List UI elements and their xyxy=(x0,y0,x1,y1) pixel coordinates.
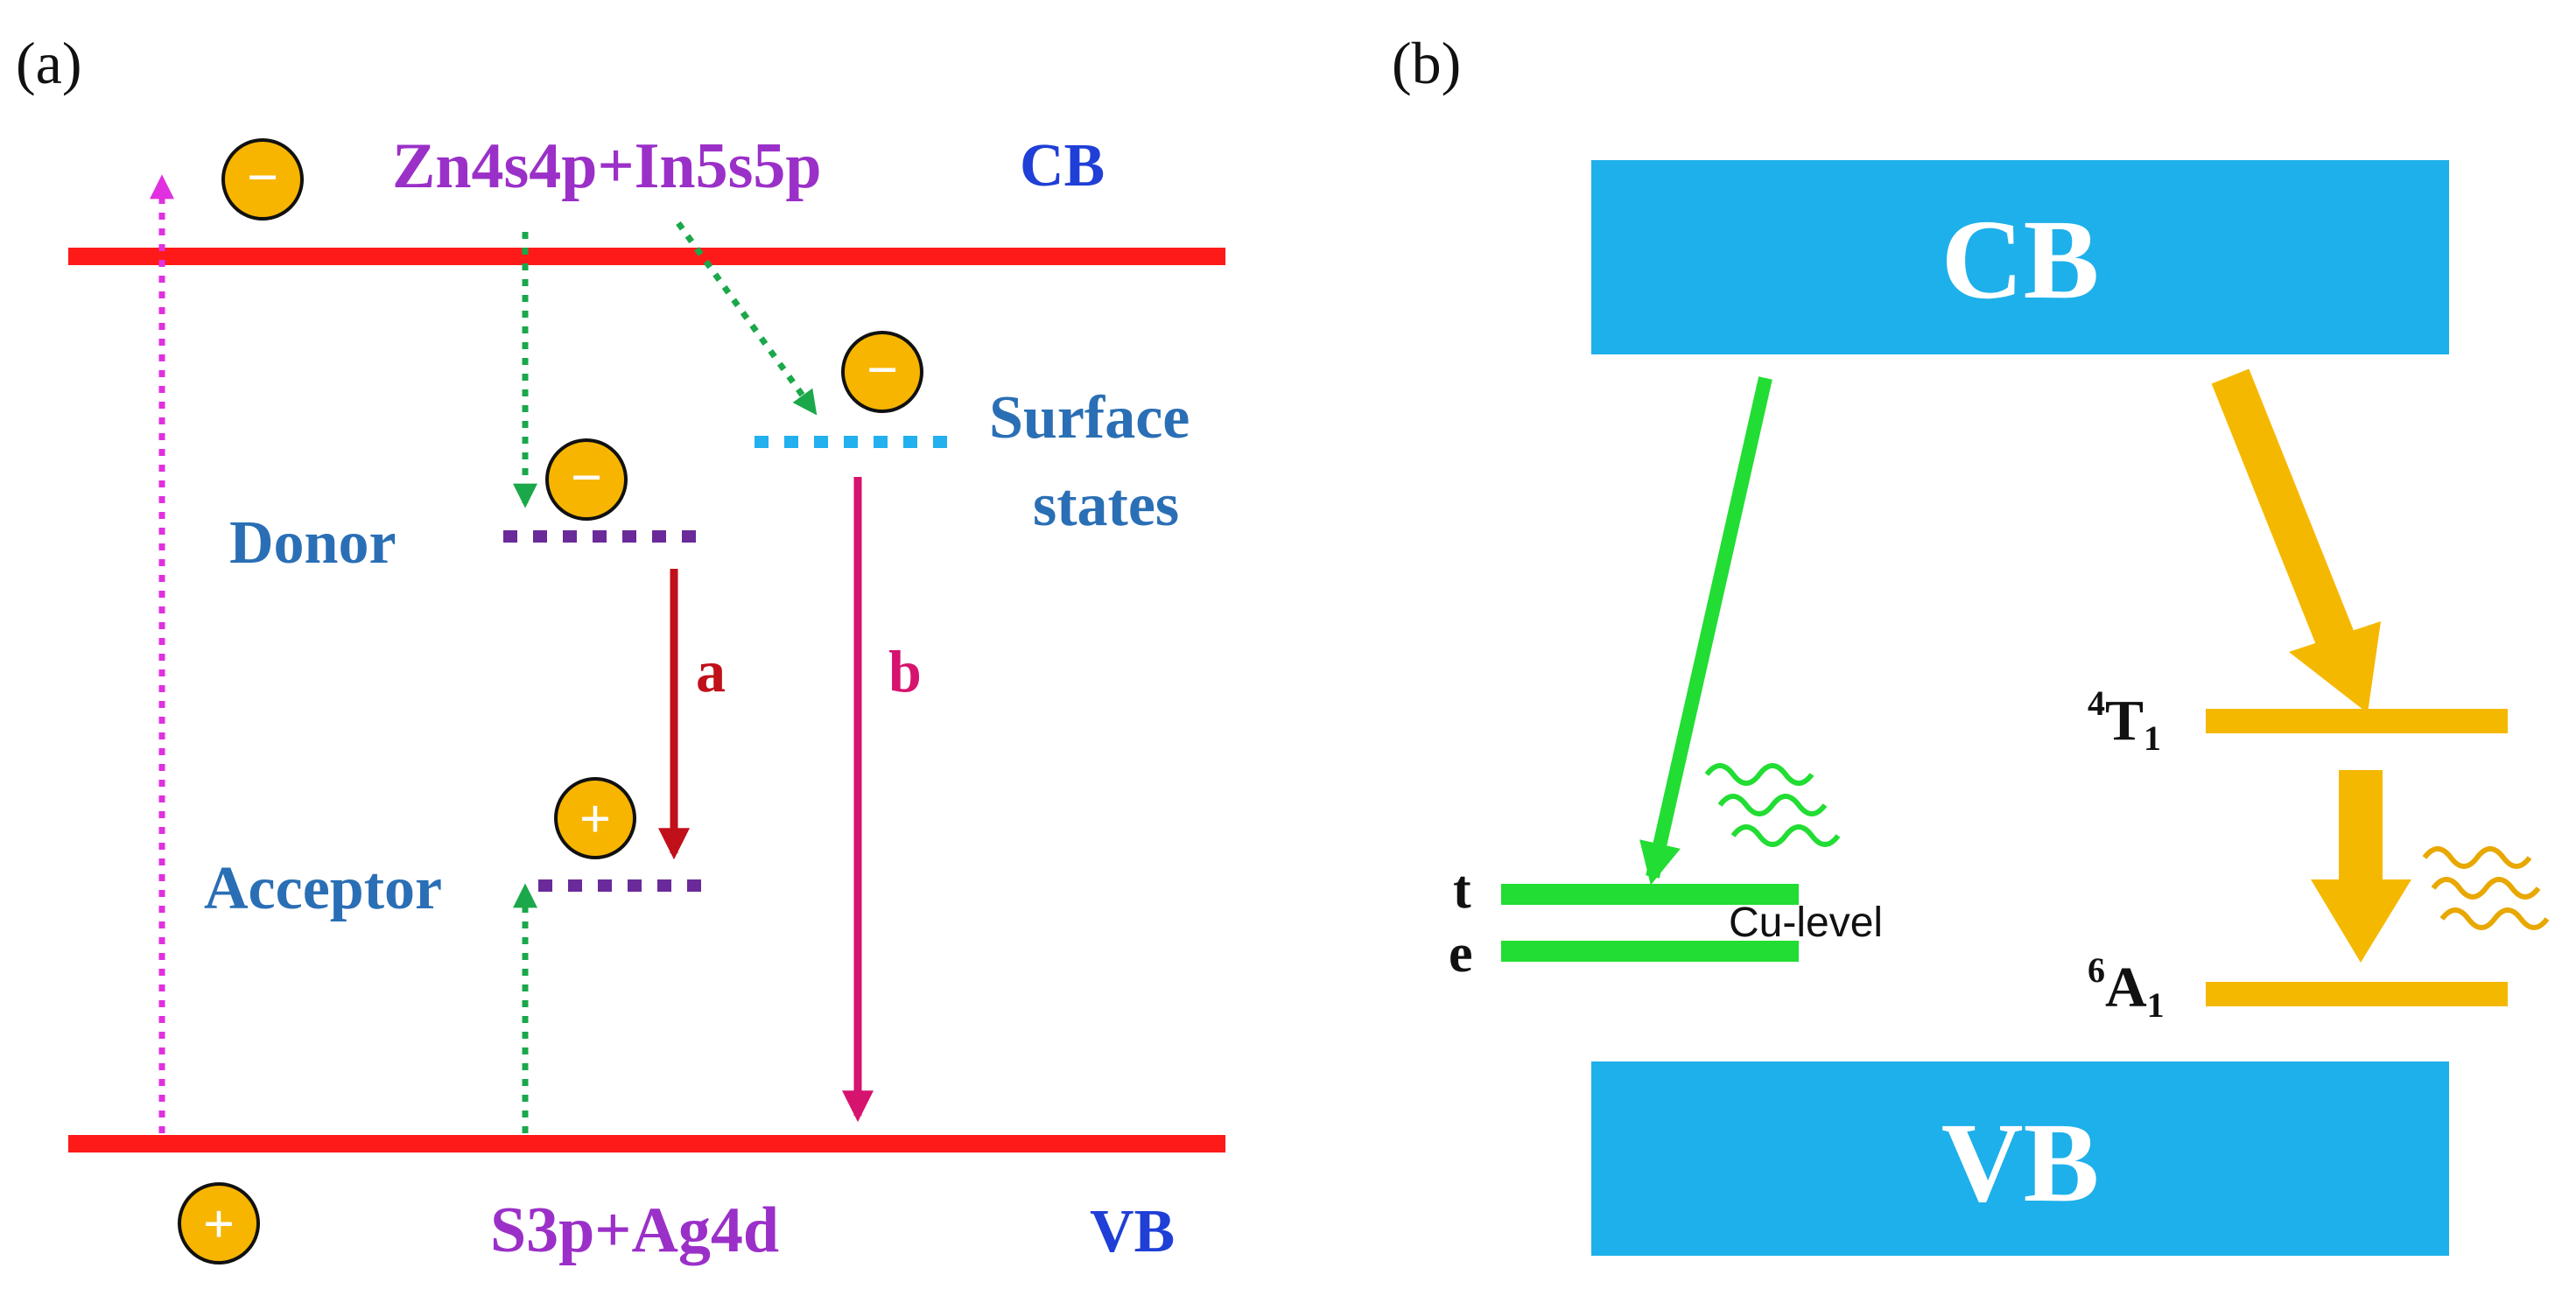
cb-line xyxy=(68,248,1225,265)
a1-label: 6A1 xyxy=(2088,950,2165,1025)
cb-label-b: CB xyxy=(1941,197,2100,323)
electron-surface: − xyxy=(841,331,923,413)
donor-label: Donor xyxy=(229,509,397,577)
t1-label: 4T1 xyxy=(2088,683,2161,758)
panel-b: (b) CB VB t e Cu-level 4T1 xyxy=(1392,30,2550,1256)
cb-to-surface-arrow xyxy=(676,221,818,416)
e-label: e xyxy=(1449,924,1473,984)
vb-label-b: VB xyxy=(1941,1100,2100,1226)
svg-text:+: + xyxy=(579,788,611,850)
vb-box xyxy=(1591,1061,2449,1256)
panel-a-label: (a) xyxy=(16,30,81,96)
electron-cb: − xyxy=(221,138,304,221)
cb-orbitals: Zn4s4p+In5s5p xyxy=(392,130,822,202)
transition-a-label: a xyxy=(696,638,726,704)
hole-vb: + xyxy=(178,1182,260,1264)
cb-label-a: CB xyxy=(1020,132,1105,200)
a1-level xyxy=(2206,982,2508,1006)
panel-a: (a) CB VB Zn4s4p+In5s5p S3p+Ag4d − + Don… xyxy=(16,30,1225,1266)
hole-acceptor: + xyxy=(554,777,636,859)
transition-b-label: b xyxy=(888,638,922,704)
svg-text:−: − xyxy=(571,446,602,508)
surface-label-1: Surface xyxy=(989,384,1190,452)
cu-transition-arrow xyxy=(1639,376,1772,886)
mn-emission-arrow xyxy=(2311,770,2411,963)
t-label: t xyxy=(1453,860,1471,920)
svg-text:−: − xyxy=(867,339,898,401)
svg-text:+: + xyxy=(203,1193,235,1255)
t1-level xyxy=(2206,709,2508,733)
mn-excitation-arrow xyxy=(2211,368,2381,713)
electron-donor: − xyxy=(545,438,628,521)
vb-label-a: VB xyxy=(1090,1198,1175,1265)
svg-text:−: − xyxy=(247,146,278,208)
cu-level-label: Cu-level xyxy=(1729,900,1883,946)
panel-b-label: (b) xyxy=(1392,30,1461,96)
acceptor-label: Acceptor xyxy=(204,855,442,922)
green-emission-wave-icon xyxy=(1704,763,1841,847)
t-level xyxy=(1501,884,1799,905)
surface-label-2: states xyxy=(1033,472,1179,539)
vb-orbitals: S3p+Ag4d xyxy=(490,1194,779,1266)
vb-line xyxy=(68,1135,1225,1152)
e-level xyxy=(1501,941,1799,962)
cb-box xyxy=(1591,160,2449,354)
orange-emission-wave-icon xyxy=(2422,846,2550,930)
